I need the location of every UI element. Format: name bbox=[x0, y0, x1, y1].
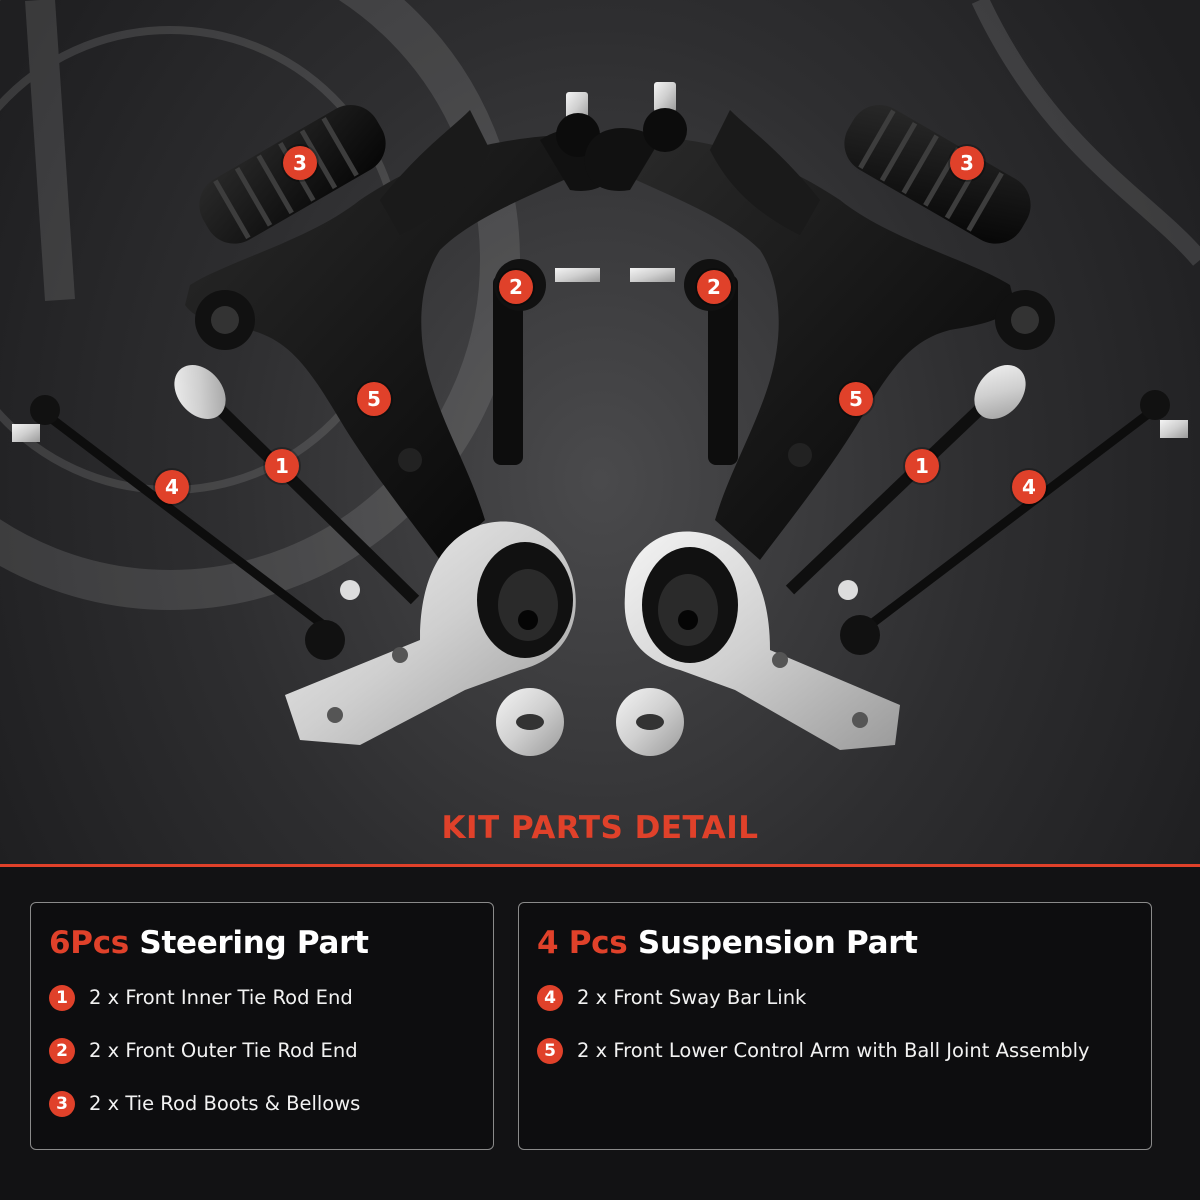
list-item: 4 2 x Front Sway Bar Link bbox=[537, 971, 1151, 1024]
sway-bar-links bbox=[12, 390, 1188, 660]
item-number-badge: 2 bbox=[49, 1037, 75, 1064]
callout-badge-control-arm-right: 5 bbox=[839, 382, 873, 416]
callout-badge-outer-tie-rod-left: 2 bbox=[499, 270, 533, 304]
list-item: 1 2 x Front Inner Tie Rod End bbox=[49, 971, 493, 1024]
callout-badge-inner-tie-rod-right: 1 bbox=[905, 449, 939, 483]
item-number-badge: 1 bbox=[49, 984, 75, 1011]
callout-badge-sway-bar-left: 4 bbox=[155, 470, 189, 504]
callout-badge-boot-right: 3 bbox=[950, 146, 984, 180]
item-text: 2 x Front Sway Bar Link bbox=[577, 986, 807, 1009]
right-bushing-bracket bbox=[624, 531, 900, 750]
list-item: 5 2 x Front Lower Control Arm with Ball … bbox=[537, 1024, 1151, 1077]
callout-badge-outer-tie-rod-right: 2 bbox=[697, 270, 731, 304]
steering-parts-panel: 6Pcs Steering Part 1 2 x Front Inner Tie… bbox=[30, 902, 494, 1150]
callout-badge-inner-tie-rod-left: 1 bbox=[265, 449, 299, 483]
left-bushing-bracket bbox=[285, 521, 576, 745]
suspension-panel-heading: 4 Pcs Suspension Part bbox=[537, 925, 1151, 961]
washers bbox=[496, 688, 684, 756]
section-title: KIT PARTS DETAIL bbox=[441, 810, 759, 846]
suspension-parts-panel: 4 Pcs Suspension Part 4 2 x Front Sway B… bbox=[518, 902, 1152, 1150]
right-control-arm bbox=[584, 82, 1055, 560]
list-item: 3 2 x Tie Rod Boots & Bellows bbox=[49, 1077, 493, 1130]
callout-badge-control-arm-left: 5 bbox=[357, 382, 391, 416]
callout-badge-boot-left: 3 bbox=[283, 146, 317, 180]
callout-badge-sway-bar-right: 4 bbox=[1012, 470, 1046, 504]
suspension-count: 4 Pcs bbox=[537, 925, 628, 961]
list-item: 2 2 x Front Outer Tie Rod End bbox=[49, 1024, 493, 1077]
item-text: 2 x Front Outer Tie Rod End bbox=[89, 1039, 358, 1062]
inner-tie-rod-ends bbox=[174, 365, 1026, 605]
item-text: 2 x Front Lower Control Arm with Ball Jo… bbox=[577, 1039, 1090, 1062]
accent-divider bbox=[0, 864, 1200, 867]
item-number-badge: 5 bbox=[537, 1037, 563, 1064]
steering-count: 6Pcs bbox=[49, 925, 129, 961]
parts-photo bbox=[0, 0, 1200, 756]
steering-title: Steering Part bbox=[139, 925, 369, 961]
suspension-title: Suspension Part bbox=[637, 925, 918, 961]
item-number-badge: 3 bbox=[49, 1090, 75, 1117]
steering-panel-heading: 6Pcs Steering Part bbox=[49, 925, 493, 961]
item-text: 2 x Tie Rod Boots & Bellows bbox=[89, 1092, 361, 1115]
item-number-badge: 4 bbox=[537, 984, 563, 1011]
item-text: 2 x Front Inner Tie Rod End bbox=[89, 986, 353, 1009]
